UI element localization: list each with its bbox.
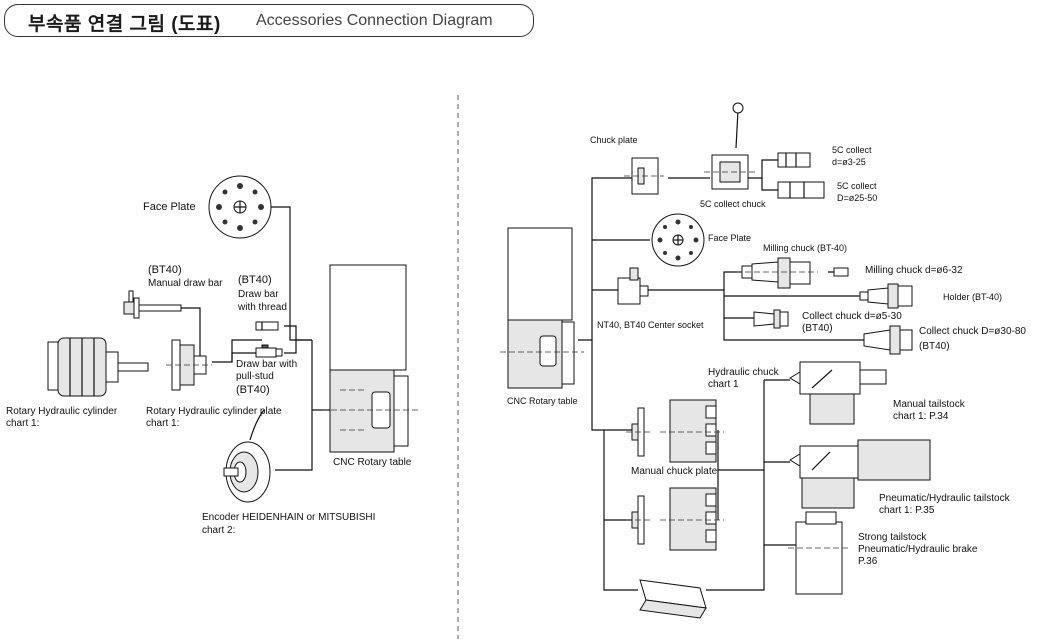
cnc-rotary-table-left (322, 264, 418, 453)
label-strong-tailstock-page: P.36 (858, 556, 878, 567)
label-rotary-hydraulic-cylinder: Rotary Hydraulic cylinder (6, 406, 118, 417)
label-collect-chuck-small-spec: (BT40) (802, 323, 833, 334)
label-draw-bar-pull-stud-spec: (BT40) (236, 384, 270, 396)
label-5c-collect-small: 5C collect (832, 145, 872, 155)
label-manual-tailstock: Manual tailstock (893, 399, 965, 410)
manual-tailstock (789, 361, 887, 425)
draw-bar-pull-stud (255, 344, 283, 358)
label-collect-chuck-small: Collect chuck d=ø5-30 (802, 311, 902, 322)
label-manual-draw-bar: Manual draw bar (148, 278, 223, 289)
manual-draw-bar (123, 290, 182, 319)
label-collect-chuck-large: Collect chuck D=ø30-80 (919, 326, 1026, 337)
collect-chuck-large (863, 325, 913, 355)
header-banner (4, 4, 534, 37)
draw-bar-thread (255, 321, 279, 331)
label-manual-tailstock-chart: chart 1: P.34 (893, 411, 949, 422)
label-center-socket: NT40, BT40 Center socket (597, 320, 704, 330)
milling-chuck-bt40 (736, 257, 818, 289)
label-milling-chuck: Milling chuck d=ø6-32 (865, 265, 963, 276)
label-draw-bar-thread-2: with thread (238, 302, 287, 313)
label-cnc-rotary-table-right: CNC Rotary table (507, 396, 578, 406)
label-5c-collect-small-spec: d=ø3-25 (832, 157, 866, 167)
face-plate-left (208, 175, 272, 239)
hydraulic-chuck-top (660, 399, 724, 463)
manual-chuck-plate-bottom (626, 495, 652, 545)
label-face-plate-right: Face Plate (708, 233, 752, 243)
label-pneumatic-tailstock-chart: chart 1: P.35 (879, 505, 935, 516)
left-connection-lines (180, 206, 330, 471)
label-face-plate-left: Face Plate (143, 201, 196, 213)
label-collect-chuck-large-spec: (BT40) (919, 341, 950, 352)
strong-tailstock (788, 511, 850, 595)
label-5c-collect-large: 5C collect (837, 181, 877, 191)
title-english: Accessories Connection Diagram (256, 12, 493, 29)
label-milling-chuck-bt40: Milling chuck (BT-40) (763, 243, 848, 253)
label-5c-collect-chuck: 5C collect chuck (700, 199, 766, 209)
label-draw-bar-pull-stud-2: pull-stud (236, 371, 274, 382)
label-manual-chuck-plate: Manual chuck plate (631, 466, 718, 477)
label-manual-draw-bar-spec: (BT40) (148, 264, 182, 276)
label-cnc-rotary-table-left: CNC Rotary table (333, 457, 412, 468)
base-plate (639, 579, 707, 619)
label-hydraulic-chuck: Hydraulic chuck (708, 367, 779, 378)
right-connection-lines (578, 159, 864, 591)
label-encoder-chart: chart 2: (202, 525, 236, 536)
milling-chuck-collet (833, 267, 849, 277)
5c-collect-chuck (704, 102, 756, 190)
label-strong-tailstock-brake: Pneumatic/Hydraulic brake (858, 544, 978, 555)
label-holder-bt40: Holder (BT-40) (943, 292, 1003, 302)
label-hydraulic-chuck-chart: chart 1 (708, 379, 739, 390)
face-plate-right (651, 213, 705, 267)
rotary-hydraulic-cylinder (47, 337, 149, 397)
chuck-plate (624, 157, 664, 195)
title-korean: 부속품 연결 그림 (도표) (28, 14, 221, 35)
label-encoder: Encoder HEIDENHAIN or MITSUBISHI (202, 512, 376, 523)
label-draw-bar-thread-spec: (BT40) (238, 274, 272, 286)
label-rotary-hydraulic-cylinder-plate-chart: chart 1: (146, 418, 180, 429)
center-socket (617, 267, 649, 305)
label-5c-collect-large-spec: D=ø25-50 (837, 193, 878, 203)
label-pneumatic-tailstock: Pneumatic/Hydraulic tailstock (879, 493, 1010, 504)
5c-collect-small (777, 152, 811, 168)
label-rotary-hydraulic-cylinder-plate: Rotary Hydraulic cylinder plate (146, 406, 282, 417)
hydraulic-chuck-bottom (660, 487, 724, 551)
holder-bt40 (859, 283, 913, 309)
label-chuck-plate: Chuck plate (590, 135, 638, 145)
label-draw-bar-thread-1: Draw bar (238, 289, 279, 300)
collect-chuck-small (753, 309, 789, 329)
label-rotary-hydraulic-cylinder-chart: chart 1: (6, 418, 40, 429)
label-strong-tailstock: Strong tailstock (858, 532, 927, 543)
cnc-rotary-table-right (500, 227, 584, 389)
rotary-hydraulic-cylinder-plate (166, 339, 212, 391)
manual-chuck-plate-top (626, 407, 652, 457)
encoder (223, 409, 271, 503)
label-draw-bar-pull-stud-1: Draw bar with (236, 359, 298, 370)
pneumatic-tailstock (789, 439, 931, 509)
5c-collect-large (777, 181, 825, 199)
